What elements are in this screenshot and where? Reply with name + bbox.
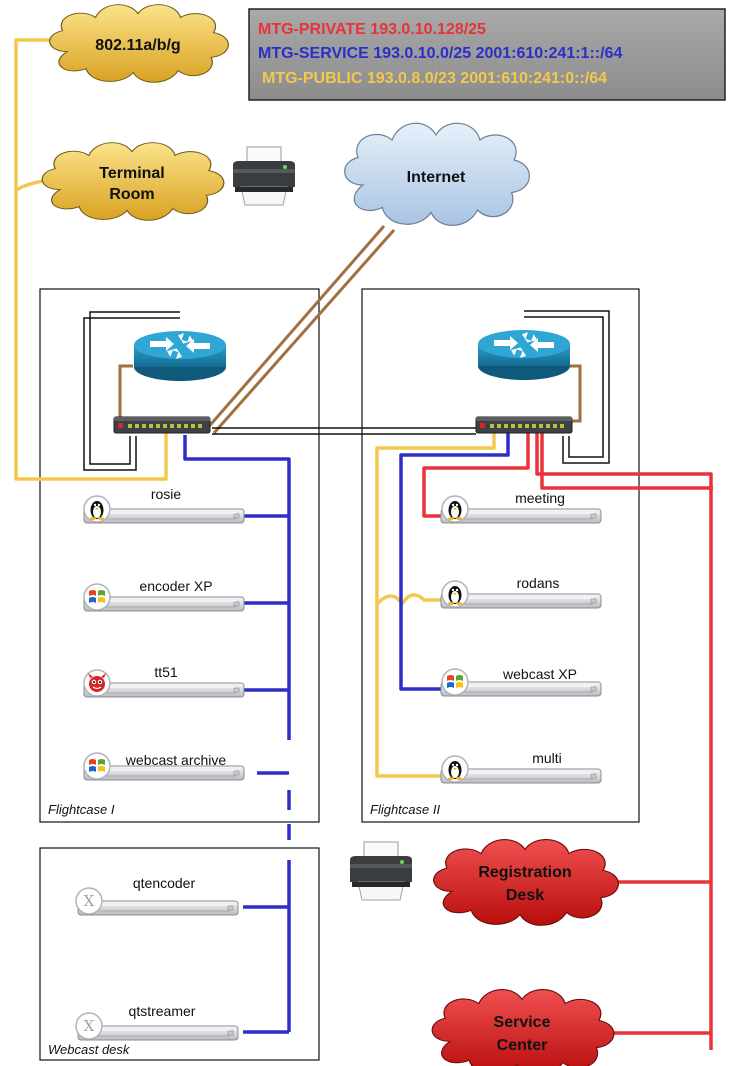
printer-icon — [349, 841, 413, 901]
server-rosie: rosie — [83, 486, 245, 524]
printer-icon — [232, 146, 296, 206]
switch-icon — [113, 416, 211, 434]
flightcase-2-label: Flightcase II — [370, 802, 440, 817]
registration-desk-cloud: Registration Desk — [433, 838, 619, 926]
terminal-room-label-2: Room — [109, 186, 154, 203]
server-meeting: meeting — [440, 490, 602, 524]
router-icon — [134, 331, 226, 381]
server-label: meeting — [515, 490, 565, 506]
registration-label-1: Registration — [478, 864, 571, 881]
legend-private: MTG-PRIVATE 193.0.10.128/25 — [258, 21, 486, 38]
wifi-cloud: 802.11a/b/g — [49, 4, 229, 83]
uplink-links — [116, 225, 582, 434]
server-qtencoder: qtencoder — [76, 875, 239, 916]
server-encoder-xp: encoder XP — [83, 578, 245, 612]
windows-icon — [84, 584, 110, 610]
webcast-desk-label: Webcast desk — [48, 1042, 131, 1057]
private-network-links — [422, 431, 713, 1050]
server-label: encoder XP — [139, 578, 212, 594]
service-center-label-2: Center — [497, 1037, 548, 1054]
windows-icon — [84, 753, 110, 779]
server-tt51: tt51 — [84, 664, 245, 698]
server-label: rodans — [517, 575, 560, 591]
internet-label: Internet — [407, 169, 466, 186]
server-label: webcast XP — [502, 666, 577, 682]
service-network-links — [183, 431, 510, 1034]
router-icon — [478, 330, 570, 380]
server-webcast-xp: webcast XP — [440, 666, 602, 697]
tux-icon — [442, 581, 468, 607]
terminal-room-cloud: Terminal Room — [41, 142, 225, 221]
server-label: rosie — [151, 486, 182, 502]
macos-x-icon — [76, 1013, 102, 1039]
server-qtstreamer: qtstreamer — [76, 1003, 239, 1041]
server-webcast-archive: webcast archive — [83, 752, 245, 781]
tux-icon — [84, 496, 110, 522]
tux-icon — [442, 496, 468, 522]
trunk-links — [83, 310, 610, 471]
server-multi: multi — [440, 750, 602, 784]
server-label: multi — [532, 750, 562, 766]
bsd-daemon-icon — [84, 670, 110, 696]
legend-box — [248, 8, 726, 101]
service-center-cloud: Service Center — [431, 988, 615, 1066]
switch-icon — [475, 416, 573, 434]
macos-x-icon — [76, 888, 102, 914]
server-label: webcast archive — [125, 752, 227, 768]
server-rodans: rodans — [440, 575, 602, 609]
terminal-room-label-1: Terminal — [99, 165, 165, 182]
flightcase-1-label: Flightcase I — [48, 802, 115, 817]
service-center-label-1: Service — [494, 1014, 551, 1031]
internet-cloud: Internet — [344, 122, 531, 226]
tux-icon — [442, 756, 468, 782]
registration-label-2: Desk — [506, 887, 544, 904]
wifi-cloud-label: 802.11a/b/g — [95, 37, 180, 54]
server-label: qtstreamer — [129, 1003, 196, 1019]
legend-service: MTG-SERVICE 193.0.10.0/25 2001:610:241:1… — [258, 45, 622, 62]
server-label: qtencoder — [133, 875, 196, 891]
server-label: tt51 — [154, 664, 178, 680]
legend-public: MTG-PUBLIC 193.0.8.0/23 2001:610:241:0::… — [262, 70, 607, 87]
windows-icon — [442, 669, 468, 695]
